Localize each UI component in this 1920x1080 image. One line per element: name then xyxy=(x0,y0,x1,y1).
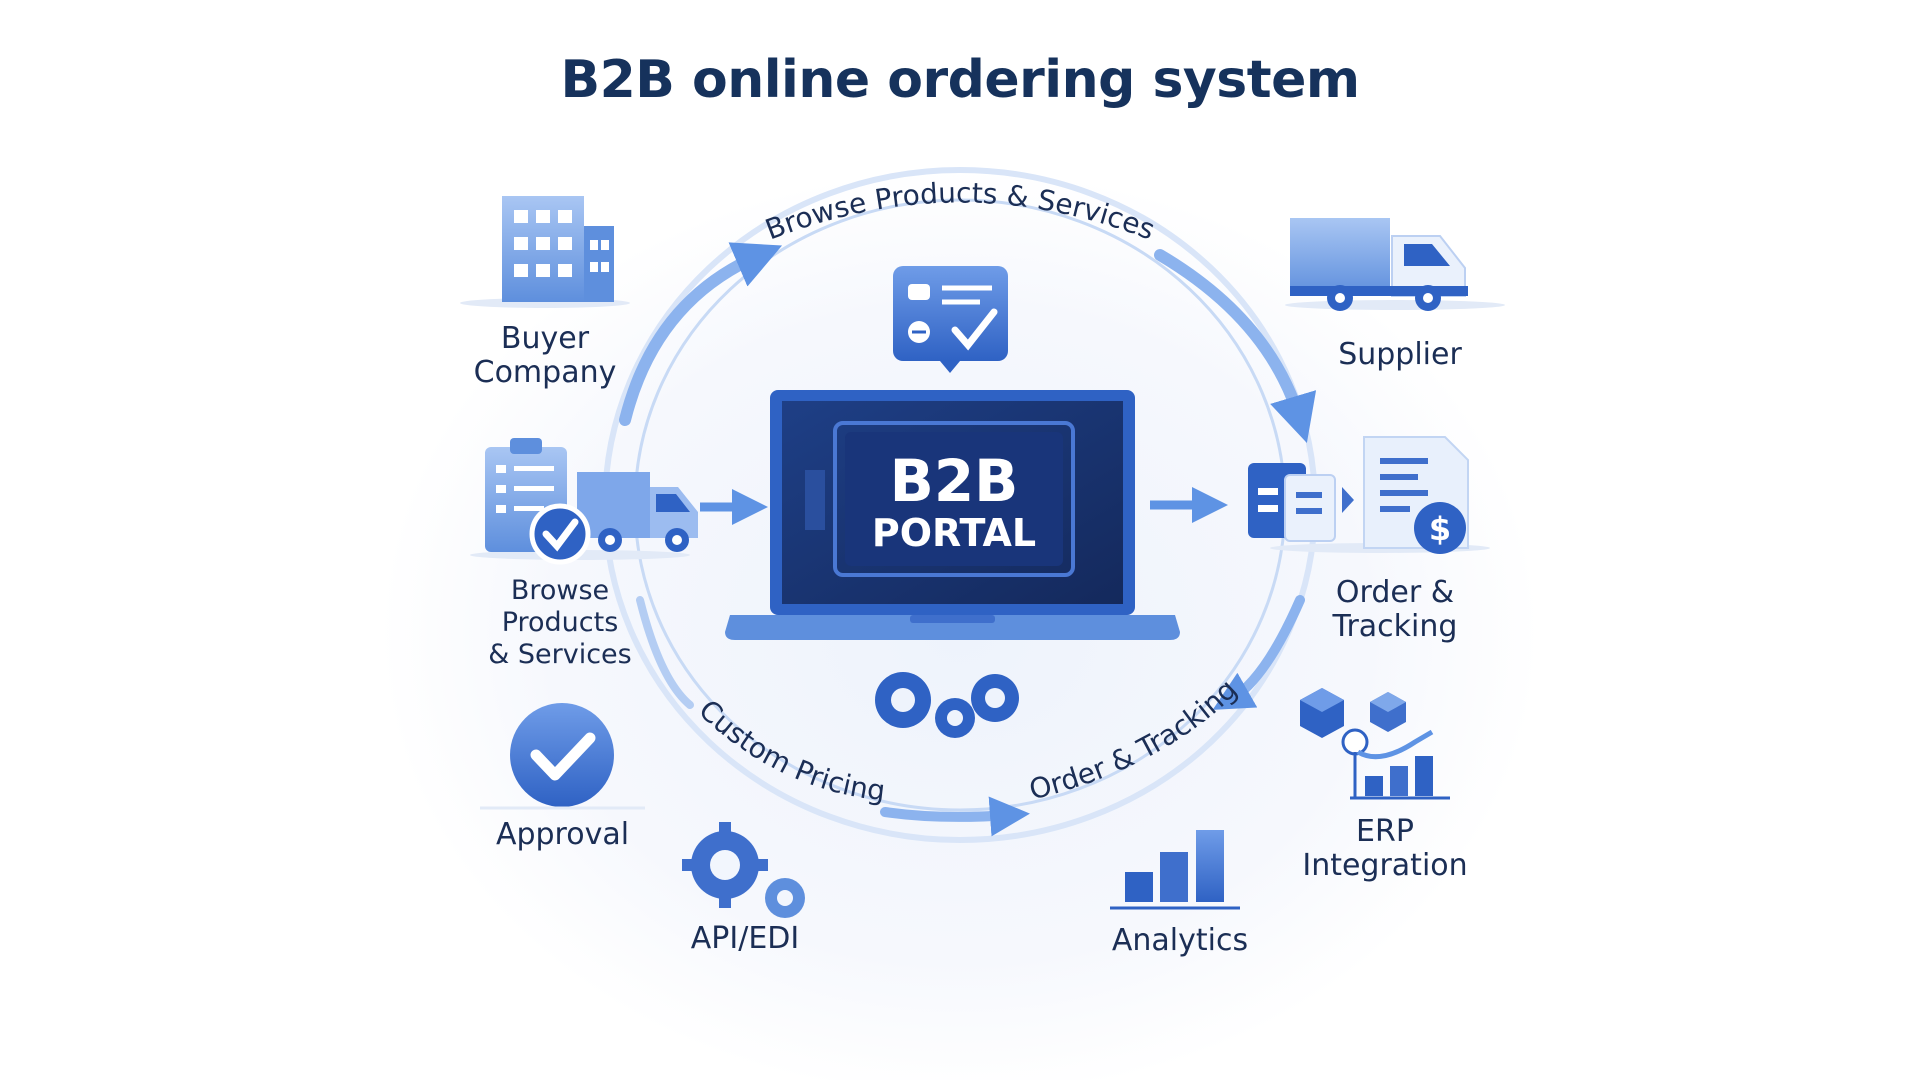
flow-arrow-pricing-to-order xyxy=(880,796,1030,837)
label-browse-line3: & Services xyxy=(488,639,632,670)
label-browse-products: Browse Products & Services xyxy=(465,575,655,671)
label-erp-integration: ERP Integration xyxy=(1295,815,1475,883)
label-browse-line2: Products xyxy=(501,607,619,638)
truck-icon xyxy=(1285,218,1505,311)
svg-text:$: $ xyxy=(1429,510,1451,548)
label-order-tracking: Order & Tracking xyxy=(1310,576,1480,644)
label-api-edi: API/EDI xyxy=(690,921,800,956)
label-order-line1: Order & xyxy=(1335,575,1455,610)
label-erp-line2: Integration xyxy=(1302,848,1468,883)
label-order-line2: Tracking xyxy=(1332,609,1458,644)
label-analytics: Analytics xyxy=(1111,923,1249,958)
label-buyer-company: Buyer Company xyxy=(450,322,640,390)
portal-gears-icon xyxy=(875,672,1019,738)
label-erp-line1: ERP xyxy=(1356,814,1414,849)
checklist-icon xyxy=(893,266,1008,373)
flow-arrow-to-order xyxy=(1212,595,1305,710)
label-buyer-line1: Buyer xyxy=(500,321,590,356)
label-supplier: Supplier xyxy=(1338,337,1462,372)
label-buyer-line2: Company xyxy=(473,355,617,390)
clipboard-check-truck-icon xyxy=(470,438,698,565)
flow-arrow-buyer-to-browse xyxy=(619,242,783,426)
portal-title-line2: PORTAL xyxy=(871,511,1037,555)
cubes-chart-icon xyxy=(1300,688,1450,800)
gears-icon xyxy=(682,822,805,918)
laptop-icon xyxy=(725,390,1180,640)
label-browse-line1: Browse xyxy=(510,575,610,606)
page-title: B2B online ordering system xyxy=(560,50,1360,110)
checkmark-circle-icon xyxy=(480,703,645,810)
portal-title-line1: B2B xyxy=(889,447,1019,515)
invoice-dollar-icon: $ xyxy=(1248,436,1490,554)
flow-arc-left-bottom xyxy=(636,596,694,709)
building-icon xyxy=(460,196,630,308)
bar-chart-icon xyxy=(1110,830,1240,910)
label-approval: Approval xyxy=(495,817,630,852)
flow-arrow-to-supplier xyxy=(1154,249,1317,443)
